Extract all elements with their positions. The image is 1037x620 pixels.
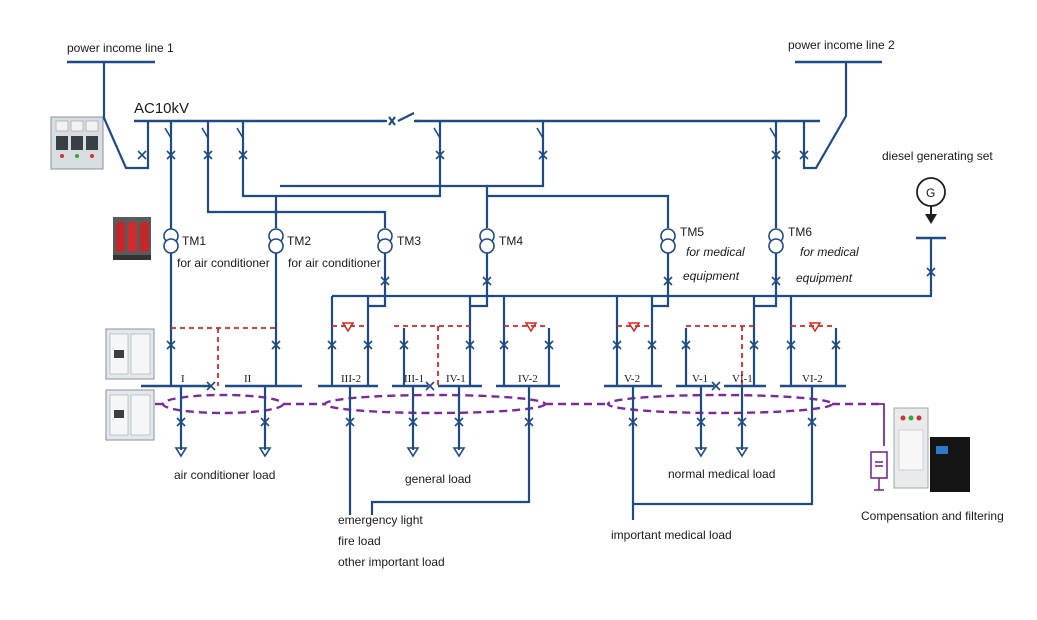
tm5-purpose-1: for medical	[686, 245, 745, 259]
interlock-dashed-lines	[171, 322, 836, 386]
transformer-tm4	[479, 228, 495, 296]
bus-section-VI-1: VI-1	[732, 373, 753, 385]
important-medical-load-label: important medical load	[611, 528, 732, 542]
income-line-1-label: power income line 1	[67, 41, 174, 55]
tm6-purpose-1: for medical	[800, 245, 859, 259]
tm5-purpose-2: equipment	[683, 269, 740, 283]
diesel-generator	[332, 177, 946, 298]
tm6-purpose-2: equipment	[796, 271, 853, 285]
other-important-load-label: other important load	[338, 555, 445, 569]
emergency-light-label: emergency light	[338, 513, 423, 527]
load-feeders	[174, 386, 817, 520]
transformer-tm1	[163, 228, 179, 328]
generator-symbol: G	[926, 186, 935, 200]
tm4-label: TM4	[499, 234, 523, 248]
monitoring-loops	[155, 393, 880, 415]
hv-feeders	[169, 121, 778, 230]
transformer-tm6	[768, 228, 784, 296]
bus-section-V-1: V-1	[692, 373, 708, 385]
bus-section-IV-2: IV-2	[518, 373, 538, 385]
income-line-2-label: power income line 2	[788, 38, 895, 52]
transformer-tm3	[377, 228, 393, 296]
main-bus-label: AC10kV	[134, 100, 189, 117]
lv-common-bus	[330, 296, 793, 386]
bus-section-VI-2: VI-2	[802, 373, 823, 385]
incoming-line-2	[795, 60, 882, 170]
bus-section-I: I	[181, 373, 185, 385]
diesel-label: diesel generating set	[882, 149, 993, 163]
bus-section-III-1: III-1	[404, 373, 424, 385]
bus-section-IV-1: IV-1	[446, 373, 466, 385]
bus-section-II: II	[244, 373, 252, 385]
tm5-label: TM5	[680, 225, 704, 239]
compensation-label: Compensation and filtering	[861, 509, 1004, 523]
tm3-label: TM3	[397, 234, 421, 248]
hv-breakers	[137, 127, 809, 160]
incoming-line-1	[67, 60, 155, 170]
dry-transformer-icon	[113, 217, 151, 260]
tm6-label: TM6	[788, 225, 812, 239]
fire-load-label: fire load	[338, 534, 381, 548]
tm1-label: TM1	[182, 234, 206, 248]
tm2-purpose: for air conditioner	[288, 256, 381, 270]
transformer-tm5	[660, 228, 676, 296]
tm2-label: TM2	[287, 234, 311, 248]
tm1-purpose: for air conditioner	[177, 256, 270, 270]
compensation-cabinet-icon	[870, 403, 970, 492]
hv-switchgear-cabinet-icon	[50, 116, 104, 170]
bus-section-III-2: III-2	[341, 373, 361, 385]
general-load-label: general load	[405, 472, 471, 486]
lv-switchgear-cabinet-icon	[105, 328, 155, 441]
lv-breakers	[166, 340, 841, 350]
transformer-tm2	[268, 228, 284, 328]
air-conditioner-load-label: air conditioner load	[174, 468, 275, 482]
normal-medical-load-label: normal medical load	[668, 467, 775, 481]
bus-section-V-2: V-2	[624, 373, 640, 385]
bus-tie-switch	[383, 112, 420, 127]
